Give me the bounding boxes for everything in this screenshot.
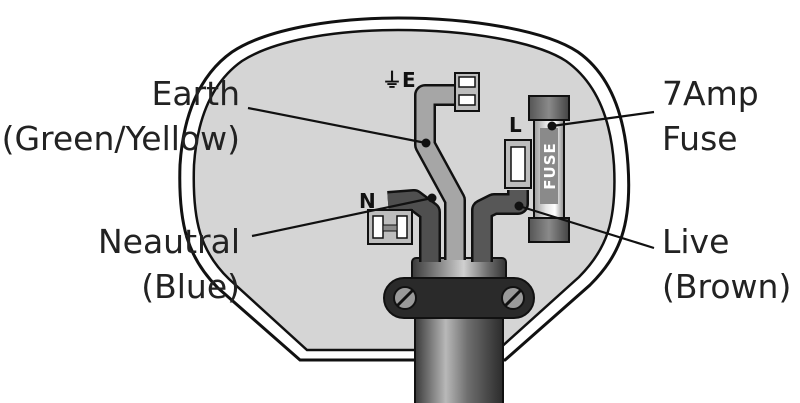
plug-body bbox=[178, 16, 631, 362]
live-wire bbox=[471, 190, 529, 262]
live-terminal bbox=[504, 139, 532, 189]
live-label-title: Live bbox=[662, 222, 729, 261]
neutral-label-title: Neautral bbox=[98, 222, 240, 261]
fuse-label: 7Amp Fuse bbox=[662, 74, 759, 158]
fuse-label-rating: 7Amp bbox=[662, 74, 759, 113]
earth-label: Earth (Green/Yellow) bbox=[2, 74, 240, 158]
earth-terminal bbox=[454, 72, 480, 112]
earth-label-color: (Green/Yellow) bbox=[2, 119, 240, 158]
neutral-terminal-label: N bbox=[359, 189, 376, 213]
neutral-label-color: (Blue) bbox=[141, 267, 240, 306]
live-label: Live (Brown) bbox=[662, 222, 791, 306]
live-terminal-label: L bbox=[509, 113, 522, 137]
earth-label-title: Earth bbox=[152, 74, 241, 113]
fuse-label-title: Fuse bbox=[662, 119, 738, 158]
leader-lines bbox=[247, 106, 655, 250]
fuse-marking: FUSE bbox=[541, 142, 559, 189]
fuse: FUSE bbox=[528, 95, 570, 243]
screw-icon bbox=[501, 286, 525, 310]
screw-icon bbox=[393, 286, 417, 310]
cord-grip bbox=[383, 277, 535, 319]
neutral-wire bbox=[387, 189, 441, 262]
neutral-terminal bbox=[367, 209, 413, 245]
neutral-label: Neautral (Blue) bbox=[98, 222, 240, 306]
earth-terminal-label: ⏚E bbox=[382, 68, 416, 92]
live-label-color: (Brown) bbox=[662, 267, 791, 306]
